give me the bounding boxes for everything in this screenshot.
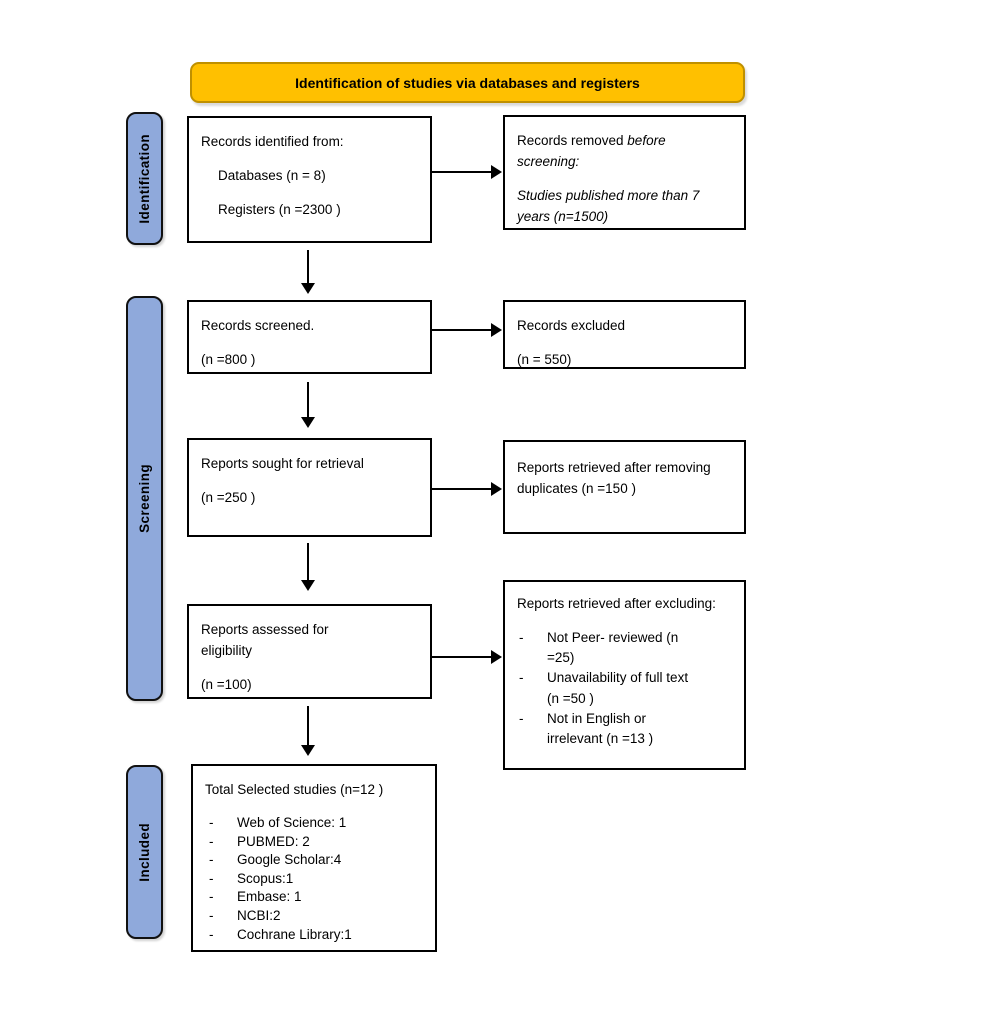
reports-excluding-heading: Reports retrieved after excluding: bbox=[517, 596, 716, 611]
list-item: - Embase: 1 bbox=[205, 888, 423, 907]
list-marker: - bbox=[519, 629, 524, 645]
stage-label-screening: Screening bbox=[126, 296, 163, 701]
records-identified-heading: Records identified from: bbox=[201, 134, 344, 149]
source-pubmed: PUBMED: 2 bbox=[237, 833, 310, 849]
arrow-right-icon bbox=[432, 165, 502, 179]
stage-screening-text: Screening bbox=[137, 464, 152, 533]
box-total-selected-studies: Total Selected studies (n=12 ) - Web of S… bbox=[191, 764, 437, 952]
total-selected-heading: Total Selected studies (n=12 ) bbox=[205, 782, 384, 797]
box-reports-sought: Reports sought for retrieval (n =250 ) bbox=[187, 438, 432, 537]
source-scopus: Scopus:1 bbox=[237, 870, 294, 886]
list-marker: - bbox=[209, 833, 214, 849]
records-removed-heading: Records removed before screening: bbox=[517, 131, 718, 173]
stage-included-text: Included bbox=[137, 822, 152, 882]
box-records-identified: Records identified from: Databases (n = … bbox=[187, 116, 432, 243]
records-removed-normal: Records removed bbox=[517, 133, 628, 148]
records-screened-line1: Records screened. bbox=[201, 318, 315, 333]
box-reports-assessed: Reports assessed for eligibility (n =100… bbox=[187, 604, 432, 699]
reports-sought-count: (n =250 ) bbox=[201, 489, 256, 505]
list-item: - Google Scholar:4 bbox=[205, 851, 423, 870]
total-selected-list: - Web of Science: 1 - PUBMED: 2 - Google Sc… bbox=[205, 814, 423, 944]
box-records-removed: Records removed before screening: Studie… bbox=[503, 115, 746, 230]
stage-label-included: Included bbox=[126, 765, 163, 939]
arrow-down-icon bbox=[301, 250, 315, 294]
list-item: - Web of Science: 1 bbox=[205, 814, 423, 833]
source-cochrane-library: Cochrane Library:1 bbox=[237, 926, 352, 942]
excluding-item-not-english: Not in English or irrelevant (n =13 ) bbox=[547, 710, 654, 747]
source-ncbi: NCBI:2 bbox=[237, 908, 281, 924]
list-marker: - bbox=[209, 814, 214, 830]
records-identified-registers: Registers (n =2300 ) bbox=[218, 201, 341, 217]
reports-assessed-line1: Reports assessed for eligibility bbox=[201, 622, 329, 658]
arrow-right-icon bbox=[432, 323, 502, 337]
box-records-excluded: Records excluded (n = 550) bbox=[503, 300, 746, 369]
reports-excluding-list: - Not Peer- reviewed (n =25) - Unavailabil… bbox=[517, 628, 734, 750]
reports-sought-line1: Reports sought for retrieval bbox=[201, 456, 364, 471]
source-google-scholar: Google Scholar:4 bbox=[237, 852, 342, 868]
box-records-screened: Records screened. (n =800 ) bbox=[187, 300, 432, 374]
list-marker: - bbox=[209, 908, 214, 924]
list-item: - PUBMED: 2 bbox=[205, 833, 423, 852]
list-marker: - bbox=[519, 670, 524, 686]
arrow-down-icon bbox=[301, 543, 315, 591]
stage-identification-text: Identification bbox=[137, 133, 152, 224]
list-marker: - bbox=[209, 870, 214, 886]
list-marker: - bbox=[519, 710, 524, 726]
list-item: - Not in English or irrelevant (n =13 ) bbox=[517, 709, 734, 750]
list-marker: - bbox=[209, 889, 214, 905]
source-web-of-science: Web of Science: 1 bbox=[237, 814, 347, 830]
stage-label-identification: Identification bbox=[126, 112, 163, 245]
arrow-down-icon bbox=[301, 382, 315, 428]
source-embase: Embase: 1 bbox=[237, 889, 302, 905]
box-reports-retrieved-excluding: Reports retrieved after excluding: - Not … bbox=[503, 580, 746, 770]
arrow-right-icon bbox=[432, 650, 502, 664]
records-excluded-count: (n = 550) bbox=[517, 351, 572, 367]
arrow-down-icon bbox=[301, 706, 315, 756]
reports-assessed-count: (n =100) bbox=[201, 676, 252, 692]
list-item: - Unavailability of full text (n =50 ) bbox=[517, 668, 734, 709]
list-item: - Not Peer- reviewed (n =25) bbox=[517, 628, 734, 669]
records-removed-reason: Studies published more than 7 years (n=1… bbox=[517, 187, 700, 224]
list-item: - Cochrane Library:1 bbox=[205, 926, 423, 945]
records-removed-italic: before screening: bbox=[517, 133, 666, 169]
box-reports-retrieved-duplicates: Reports retrieved after removing duplica… bbox=[503, 440, 746, 534]
list-item: - Scopus:1 bbox=[205, 870, 423, 889]
arrow-right-icon bbox=[432, 482, 502, 496]
records-identified-databases: Databases (n = 8) bbox=[218, 167, 326, 183]
excluding-item-unavailability: Unavailability of full text (n =50 ) bbox=[547, 670, 689, 706]
list-marker: - bbox=[209, 852, 214, 868]
excluding-item-not-peer-reviewed: Not Peer- reviewed (n =25) bbox=[547, 629, 679, 666]
reports-retrieved-dup-text: Reports retrieved after removing duplica… bbox=[517, 460, 711, 496]
records-screened-count: (n =800 ) bbox=[201, 351, 256, 367]
list-marker: - bbox=[209, 926, 214, 942]
list-item: - NCBI:2 bbox=[205, 907, 423, 926]
banner-title: Identification of studies via databases … bbox=[295, 74, 640, 91]
banner-identification-of-studies: Identification of studies via databases … bbox=[190, 62, 745, 103]
records-excluded-line1: Records excluded bbox=[517, 318, 626, 333]
